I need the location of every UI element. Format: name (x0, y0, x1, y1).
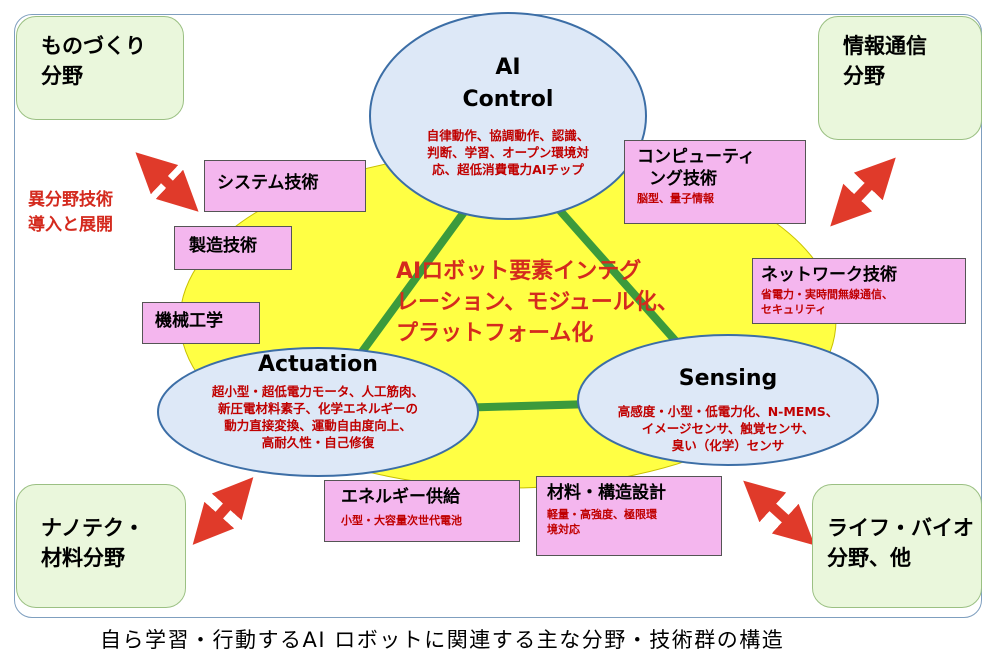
cross-domain-line-2: 導入と展開 (28, 214, 113, 235)
actuation-desc-line-3: 動力直接変換、運動自由度向上、 (224, 417, 412, 433)
corner-monozukuri: ものづくり 分野 (16, 16, 184, 120)
box-mechanical-title: 機械工学 (155, 311, 223, 331)
box-manufacturing-title: 製造技術 (189, 236, 257, 256)
arrow-bottom-right (743, 480, 815, 546)
box-network-desc-line-1: 省電力・実時間無線通信、 (761, 288, 893, 302)
box-manufacturing-technology: 製造技術 (174, 226, 292, 270)
corner-nanotech-line-1: ナノテク・ (41, 516, 145, 540)
box-computing-desc: 脳型、量子情報 (637, 192, 714, 206)
ai-control-ellipse (369, 12, 647, 220)
center-integration-text: AIロボット要素インテグ レーション、モジュール化、 プラットフォーム化 (396, 256, 746, 350)
ai-control-desc-line-2: 判断、学習、オープン環境対 (427, 144, 589, 160)
corner-nanotech: ナノテク・ 材料分野 (16, 484, 186, 608)
corner-ict: 情報通信 分野 (818, 16, 982, 140)
figure-caption: 自ら学習・行動するAI ロボットに関連する主な分野・技術群の構造 (100, 628, 785, 652)
box-computing-title-line-1: コンピューティ (637, 147, 755, 167)
box-energy-supply: エネルギー供給 小型・大容量次世代電池 (324, 480, 520, 542)
corner-life-bio-line-2: 分野、他 (827, 546, 911, 571)
center-text-line-1: AIロボット要素インテグ (396, 259, 642, 284)
ai-control-desc-line-3: 応、超低消費電力AIチップ (432, 161, 584, 177)
corner-ict-line-1: 情報通信 (843, 34, 927, 58)
actuation-desc-line-2: 新圧電材料素子、化学エネルギーの (217, 400, 418, 416)
ai-control-desc-line-1: 自律動作、協調動作、認識、 (426, 128, 590, 143)
sensing-description: 高感度・小型・低電力化、N-MEMS、 イメージセンサ、触覚センサ、 臭い（化学… (583, 404, 873, 455)
green-triangle (314, 148, 732, 416)
cross-domain-label: 異分野技術 導入と展開 (28, 188, 168, 237)
box-energy-title: エネルギー供給 (341, 487, 460, 507)
cross-domain-line-1: 異分野技術 (28, 190, 113, 210)
box-computing-technology: コンピューティ ング技術 脳型、量子情報 (624, 140, 806, 224)
arrow-top-right (830, 157, 896, 227)
corner-monozukuri-line-2: 分野 (41, 64, 83, 89)
box-mechanical-engineering: 機械工学 (142, 302, 260, 344)
ai-control-title: AI Control (408, 52, 608, 116)
center-text-line-2: レーション、モジュール化、 (396, 290, 679, 316)
box-materials-desc-line-2: 境対応 (547, 522, 580, 536)
box-network-technology: ネットワーク技術 省電力・実時間無線通信、 セキュリティ (752, 258, 966, 324)
actuation-title: Actuation (258, 352, 378, 377)
sensing-title: Sensing (678, 366, 778, 391)
sensing-desc-line-1: 高感度・小型・低電力化、N-MEMS、 (617, 404, 839, 419)
box-materials-structural-design: 材料・構造設計 軽量・高強度、極限環 境対応 (536, 476, 722, 556)
actuation-desc-line-1: 超小型・超低電力モータ、人工筋肉、 (211, 384, 425, 399)
actuation-description: 超小型・超低電力モータ、人工筋肉、 新圧電材料素子、化学エネルギーの 動力直接変… (168, 384, 468, 452)
corner-monozukuri-line-1: ものづくり (41, 34, 146, 58)
box-network-title: ネットワーク技術 (761, 265, 897, 285)
ai-control-title-line-2: Control (462, 86, 554, 112)
box-computing-title-line-2: ング技術 (649, 169, 717, 190)
arrow-bottom-left (192, 477, 254, 545)
sensing-desc-line-3: 臭い（化学）センサ (671, 437, 785, 453)
corner-life-bio: ライフ・バイオ 分野、他 (812, 484, 982, 608)
sensing-ellipse (577, 334, 879, 466)
ai-control-title-line-1: AI (495, 55, 521, 80)
center-text-line-3: プラットフォーム化 (396, 321, 594, 347)
ai-control-description: 自律動作、協調動作、認識、 判断、学習、オープン環境対 応、超低消費電力AIチッ… (383, 128, 633, 179)
box-network-desc-line-2: セキュリティ (761, 302, 827, 316)
box-system-title: システム技術 (217, 173, 319, 193)
sensing-desc-line-2: イメージセンサ、触覚センサ、 (641, 420, 815, 436)
box-system-technology: システム技術 (204, 160, 366, 212)
box-materials-title: 材料・構造設計 (547, 483, 666, 503)
box-materials-desc-line-1: 軽量・高強度、極限環 (547, 508, 657, 522)
actuation-ellipse (157, 347, 479, 477)
corner-nanotech-line-2: 材料分野 (41, 546, 125, 571)
actuation-desc-line-4: 高耐久性・自己修復 (261, 434, 375, 450)
arrow-top-left (135, 152, 199, 212)
corner-ict-line-2: 分野 (843, 64, 885, 89)
box-energy-desc: 小型・大容量次世代電池 (341, 514, 462, 528)
corner-life-bio-line-1: ライフ・バイオ (827, 516, 974, 540)
